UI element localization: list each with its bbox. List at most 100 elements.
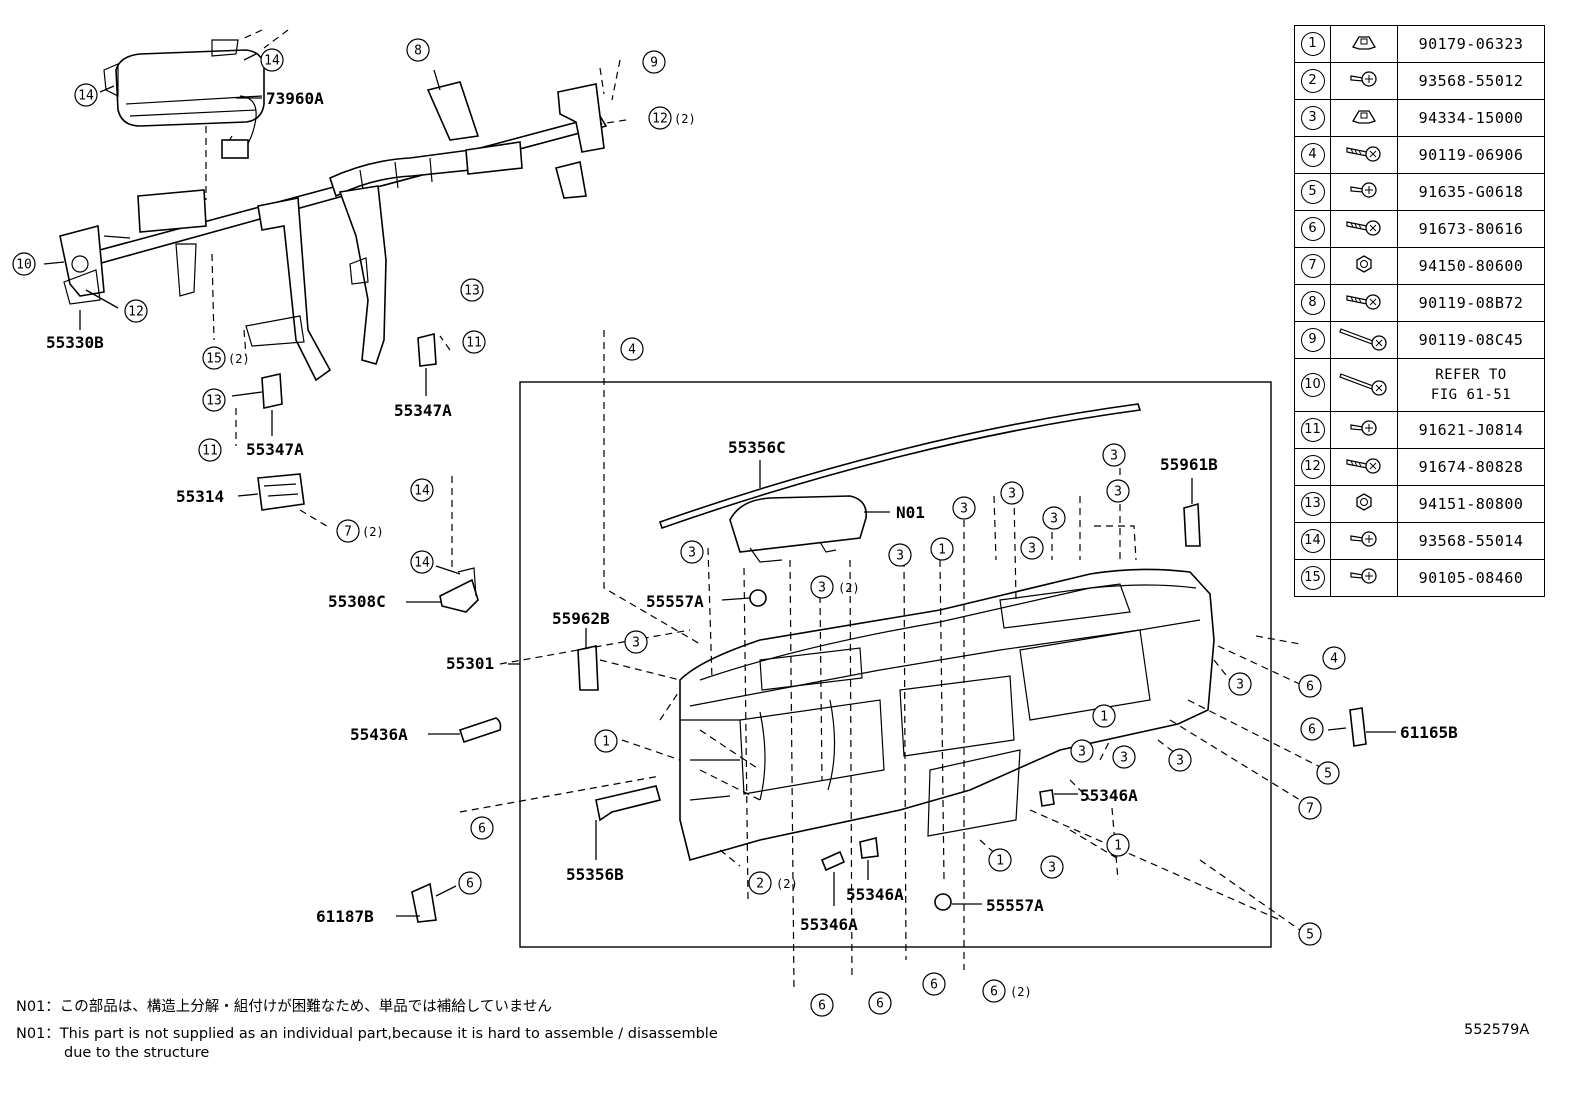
svg-text:6: 6 [990, 985, 998, 1000]
svg-text:4: 4 [628, 343, 636, 358]
clip-icon [1330, 25, 1398, 63]
legend-row: 7 94150-80600 [1294, 247, 1545, 285]
svg-text:4: 4 [1330, 652, 1338, 667]
svg-text:1: 1 [996, 854, 1004, 869]
label-55330B: 55330B [46, 333, 104, 352]
svg-text:6: 6 [1306, 680, 1314, 695]
bolt-icon [1330, 448, 1398, 486]
svg-text:3: 3 [632, 636, 640, 651]
legend-number: 7 [1294, 247, 1331, 285]
note-english-cont: due to the structure [64, 1045, 210, 1061]
legend-number-circle: 6 [1300, 217, 1325, 241]
nut-icon [1330, 485, 1398, 523]
svg-text:14: 14 [414, 556, 430, 571]
svg-text:12: 12 [652, 112, 668, 127]
label-55356C: 55356C [728, 438, 786, 457]
bolt-icon [1330, 210, 1398, 248]
label-N01: N01 [896, 503, 925, 522]
svg-text:3: 3 [896, 549, 904, 564]
screw-icon [1330, 559, 1398, 597]
legend-row: 11 91621-J0814 [1294, 411, 1545, 449]
legend-number-circle: 11 [1300, 418, 1325, 442]
legend-number-circle: 12 [1300, 455, 1325, 479]
screw-icon [1330, 411, 1398, 449]
legend-part-number: 94150-80600 [1397, 247, 1545, 285]
svg-text:5: 5 [1324, 767, 1332, 782]
svg-text:13: 13 [206, 394, 222, 409]
svg-text:(2): (2) [1010, 985, 1032, 999]
svg-text:(2): (2) [674, 112, 696, 126]
label-73960A: 73960A [266, 89, 324, 108]
label-55557A: 55557A [646, 592, 704, 611]
legend-number-circle: 14 [1300, 529, 1325, 553]
svg-text:15: 15 [206, 352, 222, 367]
svg-text:10: 10 [16, 258, 32, 273]
legend-row: 10 REFER TO FIG 61-51 [1294, 358, 1545, 412]
svg-text:1: 1 [938, 543, 946, 558]
legend-part-number: 94151-80800 [1397, 485, 1545, 523]
svg-text:3: 3 [1110, 449, 1118, 464]
legend-part-number: 90179-06323 [1397, 25, 1545, 63]
guide-lines [205, 29, 1331, 991]
long-bolt-icon [1330, 358, 1398, 412]
svg-text:1: 1 [602, 735, 610, 750]
svg-text:(2): (2) [362, 525, 384, 539]
svg-text:7: 7 [1306, 802, 1314, 817]
nut-icon [1330, 247, 1398, 285]
legend-number: 4 [1294, 136, 1331, 174]
legend-number: 11 [1294, 411, 1331, 449]
legend-number-circle: 3 [1300, 106, 1325, 130]
svg-text:3: 3 [818, 581, 826, 596]
svg-text:5: 5 [1306, 928, 1314, 943]
svg-text:6: 6 [930, 978, 938, 993]
svg-text:(2): (2) [838, 581, 860, 595]
svg-text:2: 2 [756, 877, 764, 892]
callout-circles: 14 14 8 9 12 (2) 10 12 15 (2) 13 11 13 1… [12, 38, 1346, 1017]
note-english: N01：This part is not supplied as an indi… [16, 1026, 718, 1042]
bolt-icon [1330, 284, 1398, 322]
legend-part-number: 91673-80616 [1397, 210, 1545, 248]
legend-row: 1 90179-06323 [1294, 25, 1545, 63]
legend-number-circle: 9 [1300, 328, 1325, 352]
label-55314: 55314 [176, 487, 224, 506]
svg-text:3: 3 [1078, 745, 1086, 760]
screw-icon [1330, 173, 1398, 211]
label-55961B: 55961B [1160, 455, 1218, 474]
figure-code: 552579A [1464, 1022, 1530, 1038]
svg-text:14: 14 [78, 89, 94, 104]
label-55346A: 55346A [800, 915, 858, 934]
legend-row: 3 94334-15000 [1294, 99, 1545, 137]
svg-text:13: 13 [464, 284, 480, 299]
svg-text:1: 1 [1100, 710, 1108, 725]
legend-number-circle: 15 [1300, 566, 1325, 590]
legend-part-number: 91635-G0618 [1397, 173, 1545, 211]
svg-text:6: 6 [1308, 723, 1316, 738]
legend-number: 9 [1294, 321, 1331, 359]
screw-icon [1330, 62, 1398, 100]
legend-part-number: 91621-J0814 [1397, 411, 1545, 449]
legend-number-circle: 8 [1300, 291, 1325, 315]
reinforcement-assembly [59, 39, 608, 613]
legend-number: 1 [1294, 25, 1331, 63]
legend-number-circle: 10 [1300, 373, 1325, 397]
screw-icon [1330, 522, 1398, 560]
svg-text:3: 3 [1114, 485, 1122, 500]
svg-text:3: 3 [688, 546, 696, 561]
label-61187B: 61187B [316, 907, 374, 926]
svg-text:1: 1 [1114, 839, 1122, 854]
svg-text:14: 14 [264, 54, 280, 69]
legend-number-circle: 7 [1300, 254, 1325, 278]
legend-number: 8 [1294, 284, 1331, 322]
svg-text:3: 3 [1048, 861, 1056, 876]
svg-text:3: 3 [1050, 512, 1058, 527]
svg-text:12: 12 [128, 305, 144, 320]
bolt-icon [1330, 136, 1398, 174]
legend-part-number: REFER TO FIG 61-51 [1397, 358, 1545, 412]
legend-part-number: 94334-15000 [1397, 99, 1545, 137]
svg-text:8: 8 [414, 44, 422, 59]
